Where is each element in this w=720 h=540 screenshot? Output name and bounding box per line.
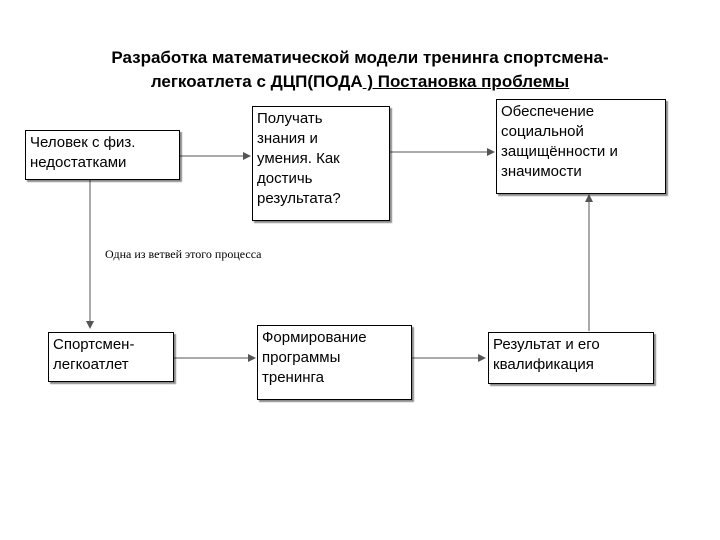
node-social: Обеспечение социальной защищённости и зн… <box>496 99 666 194</box>
title-line-2: легкоатлета с ДЦП(ПОДА ) Постановка проб… <box>40 70 680 94</box>
node-athlete: Спортсмен- легкоатлет <box>48 332 174 382</box>
title-line-1: Разработка математической модели тренинг… <box>111 48 609 67</box>
title-line-2-main: легкоатлета с ДЦП(ПОДА <box>150 72 363 91</box>
node-knowledge: Получать знания и умения. Как достичь ре… <box>252 106 390 221</box>
title-line-2-underlined: ) Постановка проблемы <box>362 72 570 91</box>
node-person: Человек с физ. недостатками <box>25 130 180 180</box>
node-result: Результат и его квалификация <box>488 332 654 384</box>
page-title: Разработка математической модели тренинг… <box>40 46 680 94</box>
branch-annotation: Одна из ветвей этого процесса <box>105 247 262 261</box>
node-program: Формирование программы тренинга <box>257 325 412 400</box>
